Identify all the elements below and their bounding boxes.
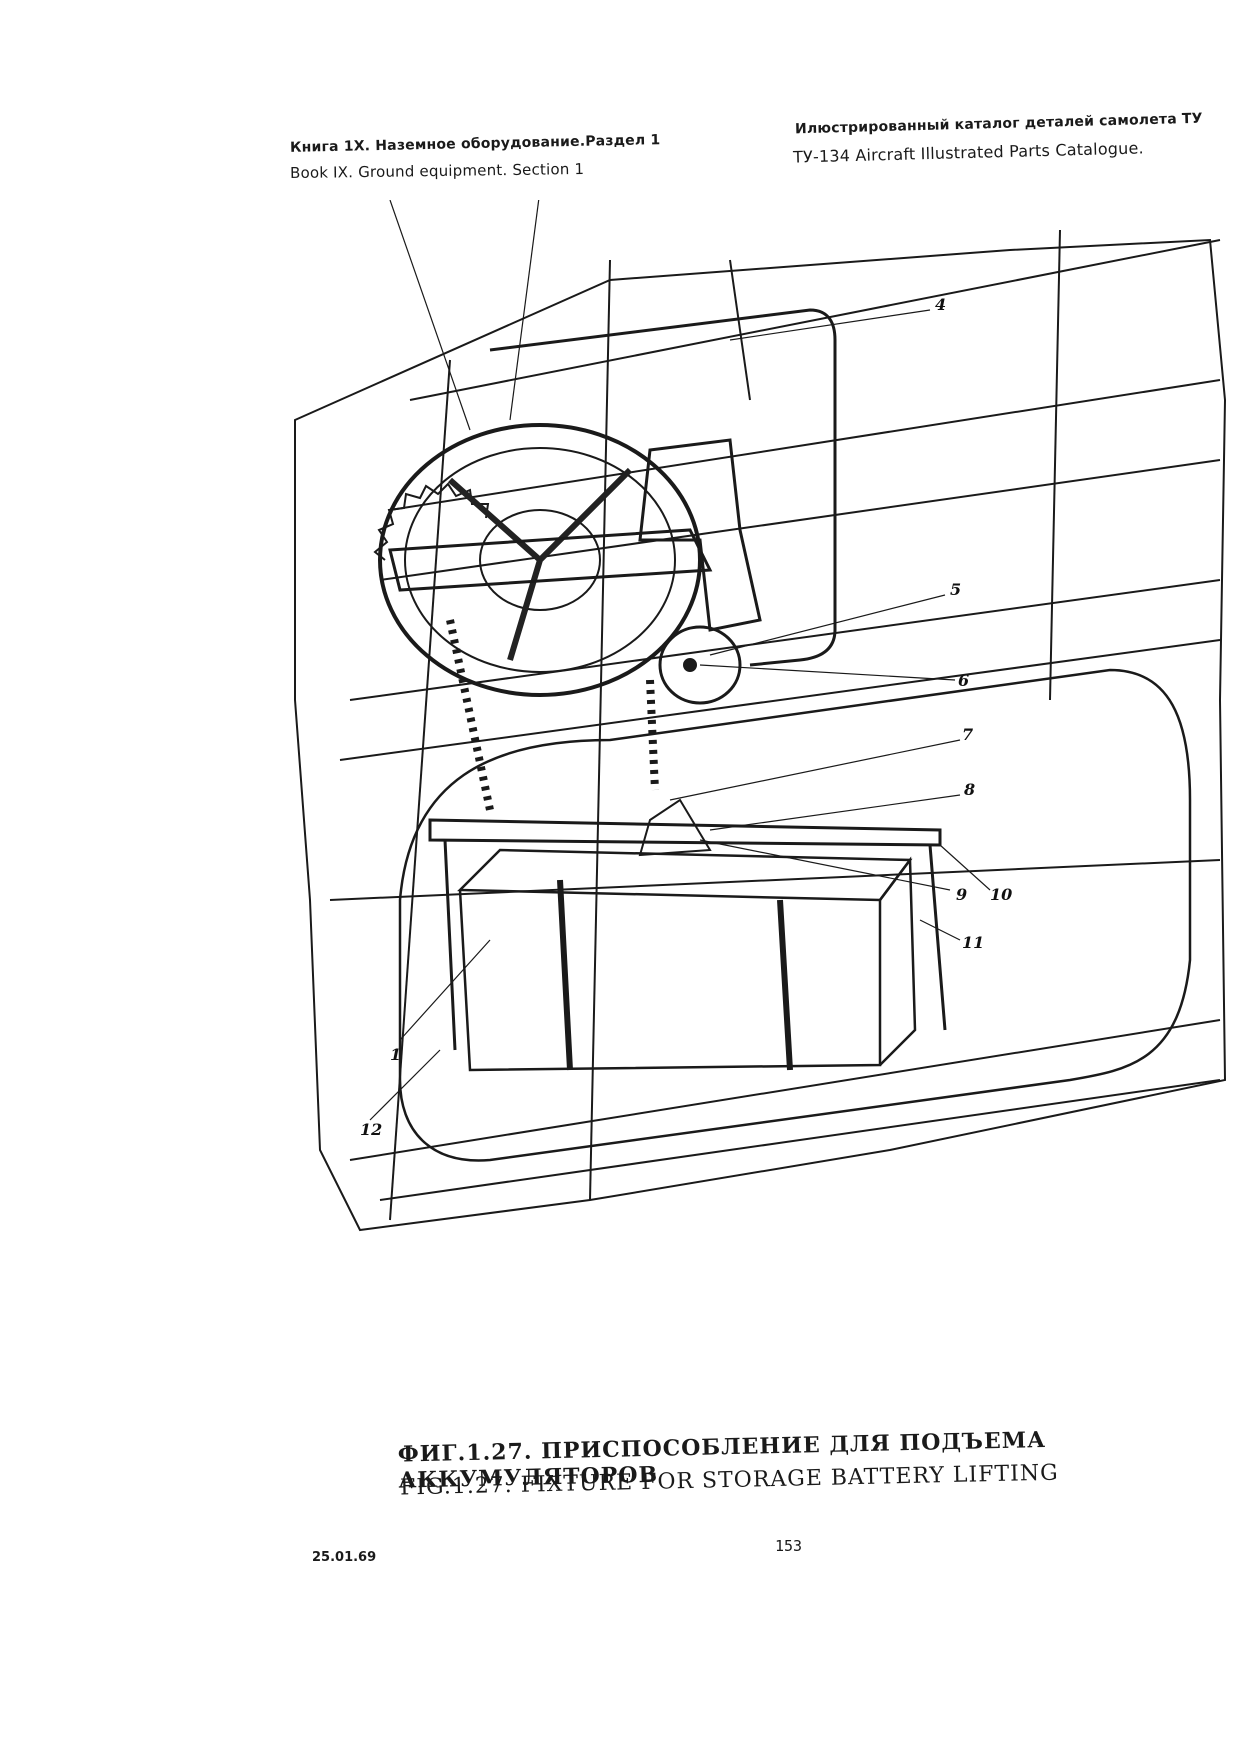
callout-10: 10	[990, 885, 1012, 904]
header-catalog-ru: Илюстрированный каталог деталей самолета…	[794, 110, 1203, 138]
pawl-bracket	[638, 438, 762, 632]
callout-4: 4	[935, 295, 946, 314]
pulley	[658, 625, 742, 705]
footer-date: 25.01.69	[312, 1550, 377, 1565]
spreader-bar	[428, 818, 942, 847]
callout-8: 8	[963, 780, 975, 799]
header-book-ru: Книга 1X. Наземное оборудование.Раздел 1	[289, 132, 661, 156]
crank-arm	[388, 528, 713, 592]
airframe-outline	[294, 238, 1227, 1232]
callout-5: 5	[950, 580, 961, 599]
callout-6: 6	[958, 671, 969, 690]
mounting-plate	[489, 308, 837, 667]
left-chain	[446, 619, 494, 811]
battery-top	[457, 848, 913, 902]
battery-front	[458, 889, 882, 1072]
callout-7: 7	[962, 725, 973, 744]
right-chain	[646, 679, 659, 791]
callout-2: 2	[385, 200, 397, 202]
battery-straps	[557, 879, 793, 1071]
callout-11: 11	[962, 933, 984, 952]
callout-9: 9	[956, 885, 967, 904]
page-number: 153	[775, 1537, 803, 1555]
cable-loop	[398, 668, 1192, 1162]
header-book-en: Book IX. Ground equipment. Section 1	[289, 159, 585, 183]
callout-1: 1	[390, 1045, 401, 1064]
battery-lifting-fixture-illustration: 2 3 4 5 6 7 8 9 10 11 1 12	[294, 200, 1227, 1232]
drum-wheel	[378, 423, 702, 697]
header-catalog-en: ТУ-134 Aircraft Illustrated Parts Catalo…	[792, 138, 1145, 167]
hanger-rods	[443, 839, 947, 1051]
callout-12: 12	[360, 1120, 382, 1139]
